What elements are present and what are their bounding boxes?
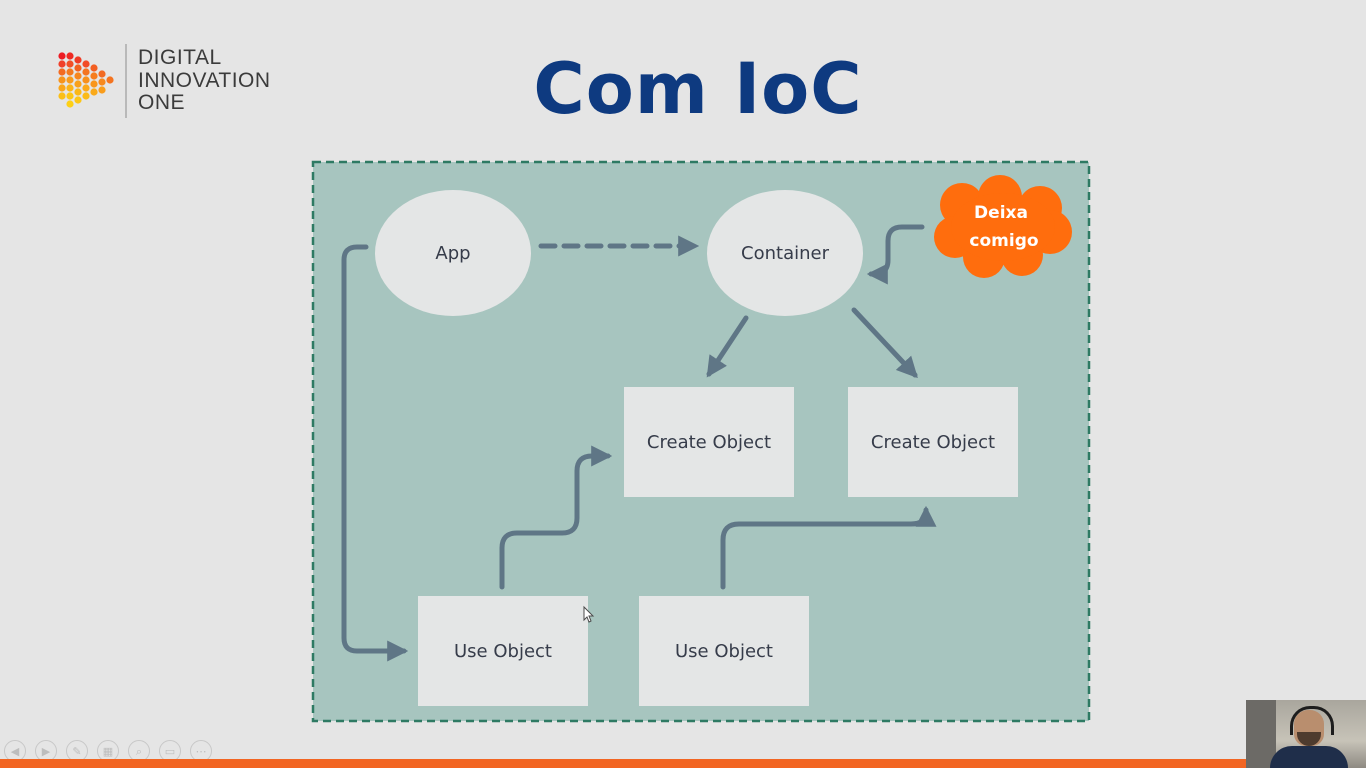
use2-to-create2-arrow <box>720 505 937 590</box>
node-create-object-1: Create Object <box>624 387 794 497</box>
callout-cloud: Deixa comigo <box>934 175 1072 278</box>
node-use-object-2: Use Object <box>639 596 809 706</box>
brand-line-1: DIGITAL <box>138 46 222 69</box>
container-to-create1-arrow <box>706 315 749 378</box>
node-container-label: Container <box>741 243 830 264</box>
node-container: Container <box>707 190 863 316</box>
logo-divider <box>125 44 127 118</box>
brand-logo: DIGITAL INNOVATION ONE <box>56 44 296 120</box>
container-to-create2-arrow <box>851 307 918 379</box>
presenter-beard <box>1297 732 1321 746</box>
webcam-background <box>1246 700 1276 768</box>
node-use-object-2-label: Use Object <box>675 641 773 662</box>
brand-line-2: INNOVATION <box>138 68 271 92</box>
node-app: App <box>375 190 531 316</box>
node-create-object-2: Create Object <box>848 387 1018 497</box>
presenter-webcam <box>1246 700 1366 768</box>
callout-line-2: comigo <box>969 231 1038 251</box>
brand-mark-icon <box>58 52 114 108</box>
brand-name: DIGITAL INNOVATION ONE <box>138 46 271 115</box>
app-to-use1-arrow <box>341 244 409 662</box>
accent-bar <box>0 759 1366 768</box>
brand-line-3: ONE <box>138 91 186 114</box>
slide-title: Com IoC <box>533 48 863 130</box>
node-app-label: App <box>435 243 470 264</box>
mouse-cursor-icon <box>583 605 595 623</box>
presenter-body <box>1270 746 1348 768</box>
use1-to-create1-arrow <box>499 445 613 590</box>
node-create-object-1-label: Create Object <box>647 432 771 453</box>
node-create-object-2-label: Create Object <box>871 432 995 453</box>
headset-icon <box>1290 706 1334 735</box>
callout-line-1: Deixa <box>974 203 1028 223</box>
callout-to-container-arrow <box>866 224 925 285</box>
node-use-object-1-label: Use Object <box>454 641 552 662</box>
node-use-object-1: Use Object <box>418 596 588 706</box>
